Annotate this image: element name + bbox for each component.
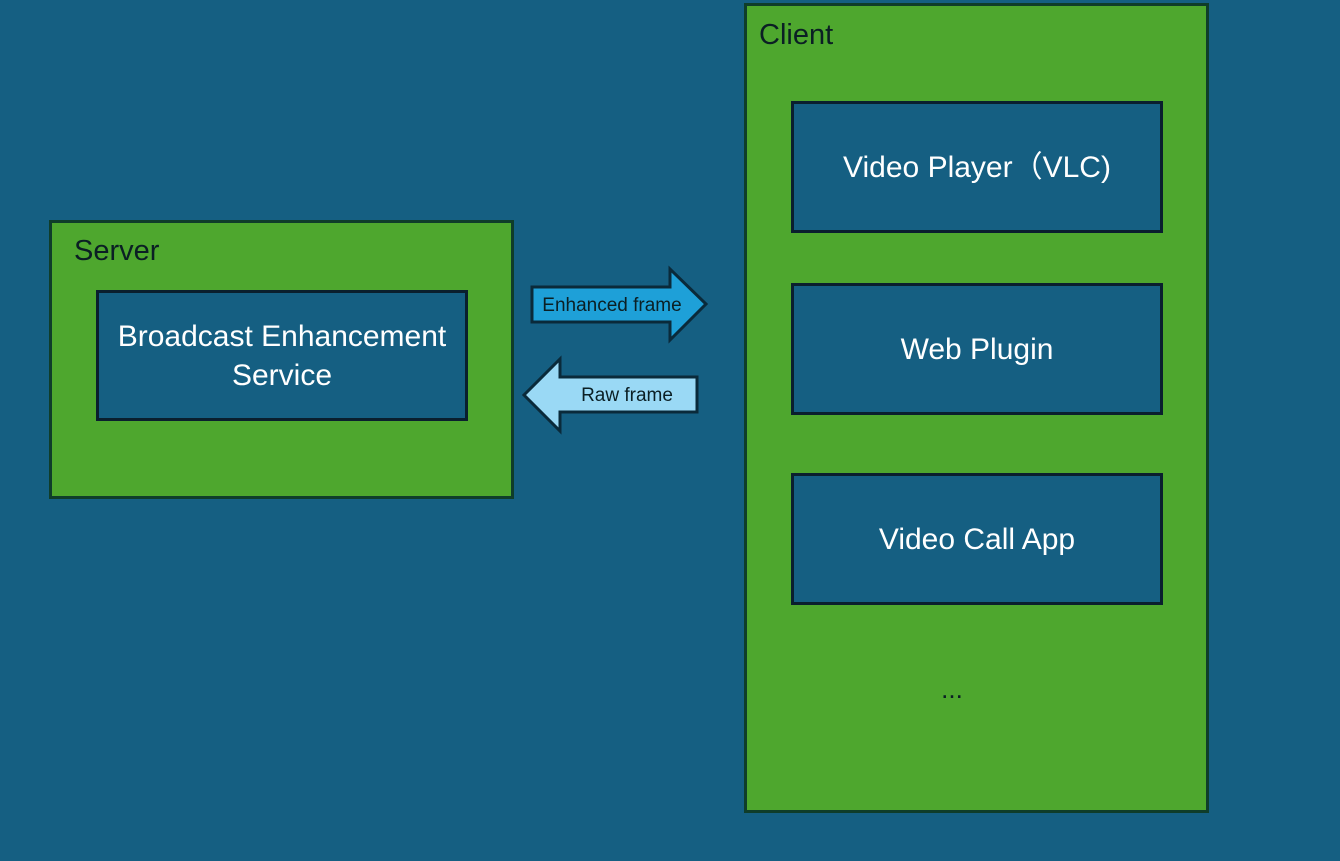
service-label: Broadcast Enhancement Service (118, 317, 447, 395)
enhanced-frame-arrow (530, 265, 709, 344)
service-label-line2: Service (231, 358, 333, 392)
video-call-app-box: Video Call App (791, 473, 1163, 605)
client-group: Client Video Player（VLC) Web Plugin Vide… (744, 3, 1209, 813)
web-plugin-label: Web Plugin (900, 332, 1054, 366)
web-plugin-box: Web Plugin (791, 283, 1163, 415)
client-title: Client (759, 19, 834, 51)
raw-frame-arrow (521, 355, 699, 435)
server-title: Server (74, 235, 160, 267)
raw-frame-label: Raw frame (581, 385, 673, 406)
video-player-box: Video Player（VLC) (791, 101, 1163, 233)
enhanced-frame-label: Enhanced frame (542, 295, 681, 316)
video-call-app-label: Video Call App (878, 522, 1076, 556)
server-group: Server Broadcast Enhancement Service (49, 220, 514, 499)
broadcast-enhancement-service-box: Broadcast Enhancement Service (96, 290, 468, 421)
service-label-line1: Broadcast Enhancement (117, 319, 447, 353)
more-apps-ellipsis: ... (941, 674, 963, 704)
video-player-label: Video Player（VLC) (843, 150, 1111, 184)
